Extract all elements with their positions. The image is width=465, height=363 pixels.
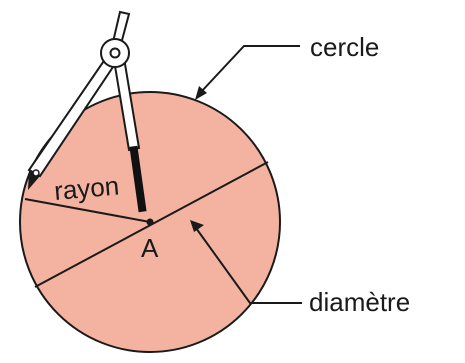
compass-hinge-screw xyxy=(109,47,121,59)
circle-callout-arrowhead xyxy=(195,86,207,100)
compass-pivot-small xyxy=(32,169,40,177)
radius-line xyxy=(24,198,151,223)
circle-label: cercle xyxy=(310,32,379,62)
diameter-callout-line xyxy=(195,227,302,304)
diameter-callout-arrowhead xyxy=(190,220,204,232)
pencil-lead xyxy=(129,145,147,213)
circle-callout-line xyxy=(200,45,300,93)
radius-label: rayon xyxy=(53,170,120,206)
center-label: A xyxy=(141,233,159,263)
center-point xyxy=(146,218,154,226)
diameter-label: diamètre xyxy=(309,287,410,317)
compass-icon xyxy=(27,10,147,213)
